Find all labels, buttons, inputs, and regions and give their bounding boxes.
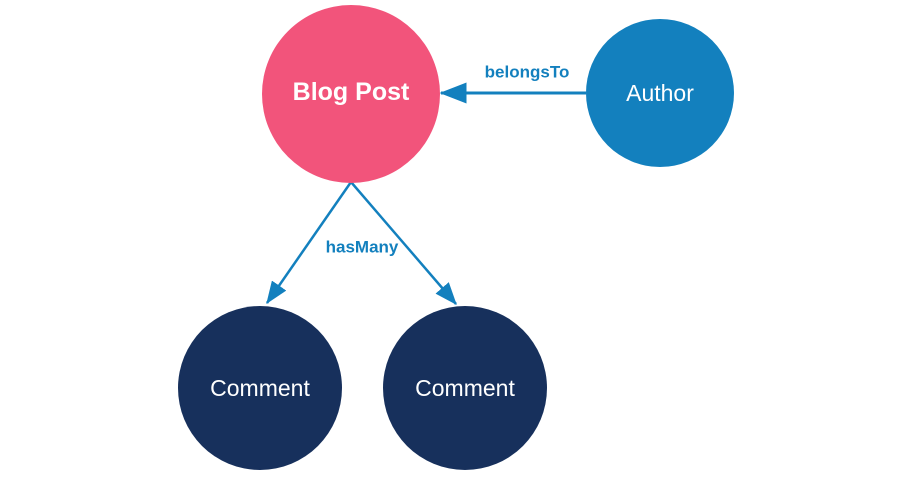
node-comment-1-circle <box>178 306 342 470</box>
node-comment-2-circle <box>383 306 547 470</box>
node-author-label: Author <box>626 80 694 106</box>
node-author-circle <box>586 19 734 167</box>
node-comment-1[interactable]: Comment <box>178 306 342 470</box>
edge-has-many-right[interactable] <box>350 181 457 305</box>
node-comment-2[interactable]: Comment <box>383 306 547 470</box>
node-comment-1-label: Comment <box>210 375 310 401</box>
edge-belongs-to[interactable]: belongsTo <box>439 63 586 104</box>
edge-label-has-many: hasMany <box>326 238 399 257</box>
edge-label-belongs-to: belongsTo <box>485 63 570 82</box>
node-blog-post[interactable]: Blog Post <box>262 5 440 183</box>
edge-has-many-left[interactable] <box>265 181 353 305</box>
node-author[interactable]: Author <box>586 19 734 167</box>
node-blog-post-label: Blog Post <box>293 78 410 106</box>
edge-has-many-right-line <box>350 181 457 305</box>
node-blog-post-circle <box>262 5 440 183</box>
node-comment-2-label: Comment <box>415 375 515 401</box>
edge-has-many-left-line <box>265 181 353 305</box>
